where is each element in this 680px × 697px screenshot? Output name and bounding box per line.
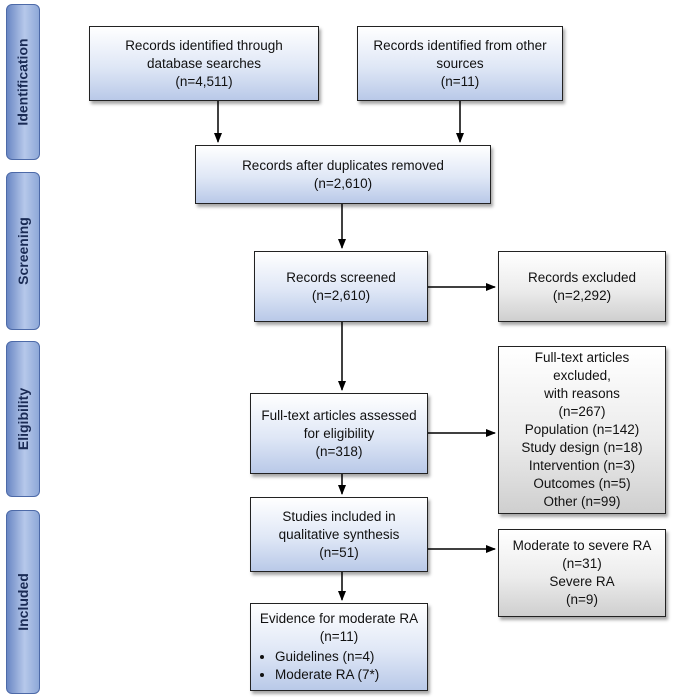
box-fulltext-excluded: Full-text articles excluded, with reason… <box>498 346 666 514</box>
reason-study-design: Study design (n=18) <box>521 440 643 455</box>
reason-intervention: Intervention (n=3) <box>528 458 636 473</box>
fulltext-assessed-line2: for eligibility <box>303 425 375 441</box>
records-excluded-line1: Records excluded <box>527 269 637 285</box>
other-sources-line1: Records identified from other <box>373 37 547 53</box>
records-excluded-count: (n=2,292) <box>552 287 612 303</box>
fulltext-assessed-line1: Full-text articles assessed <box>261 407 417 423</box>
box-duplicates-removed: Records after duplicates removed (n=2,61… <box>195 145 491 204</box>
duplicates-removed-count: (n=2,610) <box>313 175 373 191</box>
qualitative-count: (n=51) <box>319 544 359 560</box>
phase-screening: Screening <box>6 172 40 330</box>
reason-population: Population (n=142) <box>524 422 640 437</box>
fulltext-excluded-line1: Full-text articles excluded, <box>534 350 630 383</box>
moderate-evidence-line1: Evidence for moderate RA <box>259 611 419 626</box>
fulltext-excluded-line2: with reasons <box>544 386 620 401</box>
moderate-severe-line1: Moderate to severe RA <box>512 538 652 553</box>
qualitative-line1: Studies included in <box>282 508 396 524</box>
db-search-line2: database searches <box>146 55 262 71</box>
phase-included: Included <box>6 510 40 694</box>
box-qualitative-synthesis: Studies included in qualitative synthesi… <box>250 497 428 572</box>
duplicates-removed-line1: Records after duplicates removed <box>242 157 444 173</box>
reason-other: Other (n=99) <box>543 494 621 509</box>
box-database-searches: Records identified through database sear… <box>89 26 319 101</box>
box-other-sources: Records identified from other sources (n… <box>357 26 563 101</box>
moderate-evidence-count: (n=11) <box>319 629 359 644</box>
severe-count: (n=9) <box>566 592 598 607</box>
other-sources-line2: sources <box>436 55 484 71</box>
db-search-count: (n=4,511) <box>175 73 233 89</box>
fulltext-excluded-count: (n=267) <box>558 404 606 419</box>
box-fulltext-assessed: Full-text articles assessed for eligibil… <box>250 393 428 474</box>
box-records-excluded: Records excluded (n=2,292) <box>498 251 666 322</box>
box-records-screened: Records screened (n=2,610) <box>254 251 428 322</box>
phase-eligibility: Eligibility <box>6 341 40 497</box>
qualitative-line2: qualitative synthesis <box>278 526 400 542</box>
fulltext-assessed-count: (n=318) <box>315 443 363 459</box>
moderate-severe-count: (n=31) <box>562 556 602 571</box>
severe-label: Severe RA <box>549 574 615 589</box>
box-moderate-evidence: Evidence for moderate RA (n=11) Guidelin… <box>250 603 428 691</box>
records-screened-line1: Records screened <box>286 269 396 285</box>
reason-outcomes: Outcomes (n=5) <box>533 476 631 491</box>
phase-identification: Identification <box>6 4 40 160</box>
db-search-line1: Records identified through <box>125 37 283 53</box>
moderate-evidence-list: Guidelines (n=4) Moderate RA (7*) <box>257 648 379 684</box>
bullet-guidelines: Guidelines (n=4) <box>275 648 379 666</box>
other-sources-count: (n=11) <box>440 73 480 89</box>
bullet-moderate-ra: Moderate RA (7*) <box>275 666 379 684</box>
records-screened-count: (n=2,610) <box>311 287 371 303</box>
box-moderate-severe: Moderate to severe RA (n=31) Severe RA (… <box>498 529 666 617</box>
